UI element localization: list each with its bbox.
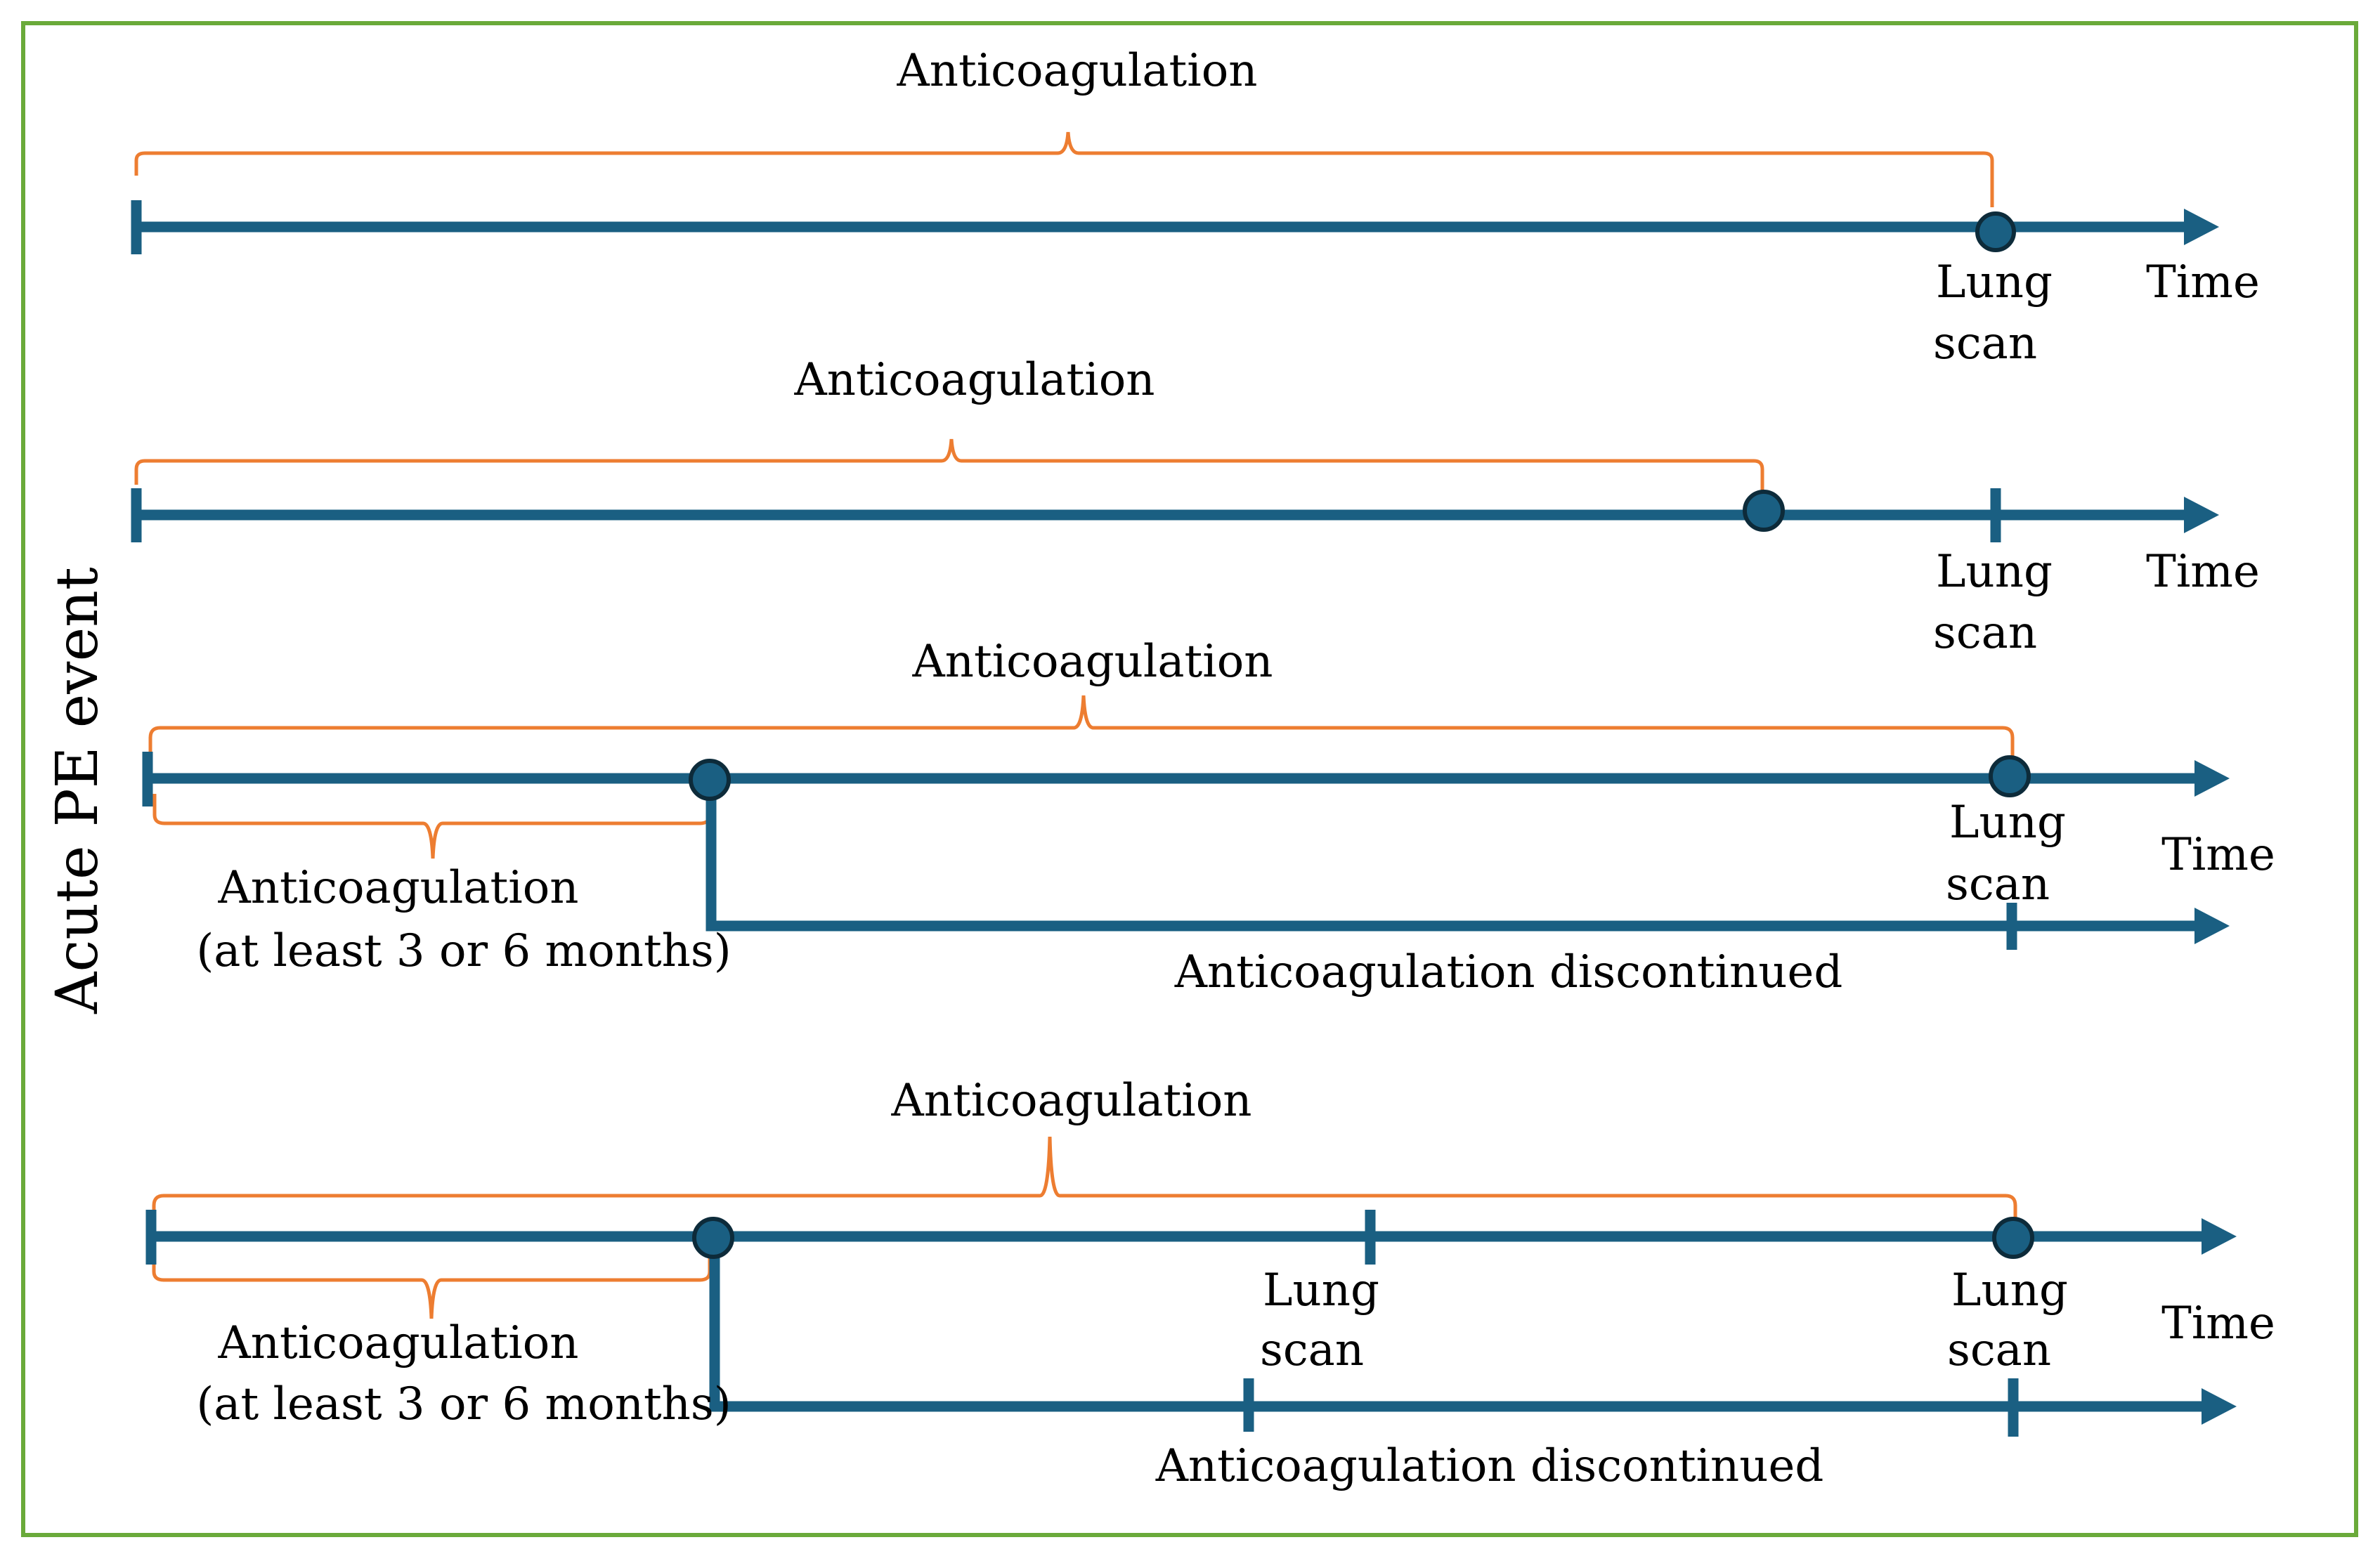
- row4-initial-anticoagulation-brace: [152, 1254, 712, 1319]
- timeline-row-4: Anticoagulation Lung scan Lung scan Time…: [145, 1075, 2275, 1492]
- row4-lung-scan-label-line1: Lung: [1951, 1265, 2068, 1317]
- row4-mid-lung-scan-label-line2: scan: [1260, 1324, 1364, 1376]
- row3-time-label: Time: [2161, 829, 2275, 881]
- row3-lung-scan-marker: [1989, 755, 2031, 797]
- row2-anticoagulation-label: Anticoagulation: [794, 354, 1155, 406]
- row2-lung-scan-label-line1: Lung: [1936, 546, 2053, 598]
- row2-anticoag-stop-marker: [1743, 490, 1785, 532]
- row1-anticoagulation-label: Anticoagulation: [897, 45, 1258, 97]
- row4-discontinued-branch: [709, 1236, 2213, 1412]
- timeline-row-2: Anticoagulation Lung scan Time: [131, 354, 2260, 659]
- timeline-row-3: Anticoagulation Lung scan Time Anticoagu…: [142, 636, 2275, 998]
- diagram-frame: [21, 21, 2358, 1537]
- row1-anticoagulation-brace: [134, 131, 1994, 207]
- timeline-row-1: Anticoagulation Lung scan Time: [131, 45, 2260, 370]
- row4-stop-marker: [692, 1217, 734, 1259]
- row2-anticoagulation-brace: [134, 438, 1764, 492]
- row3-lung-scan-label-line1: Lung: [1949, 797, 2066, 849]
- row4-initial-duration-label: (at least 3 or 6 months): [196, 1378, 731, 1430]
- row4-lung-scan-label-line2: scan: [1947, 1324, 2051, 1376]
- row3-anticoagulation-label: Anticoagulation: [912, 636, 1273, 688]
- row2-time-label: Time: [2146, 546, 2260, 598]
- row4-branch-arrowhead: [2202, 1388, 2237, 1425]
- row1-time-label: Time: [2146, 256, 2260, 308]
- row4-initial-anticoagulation-label: Anticoagulation: [218, 1317, 579, 1369]
- row4-arrowhead: [2202, 1218, 2237, 1255]
- y-axis-label: Acute PE event: [44, 567, 111, 1014]
- row3-initial-anticoagulation-label: Anticoagulation: [218, 862, 579, 914]
- row1-lung-scan-label-line2: scan: [1933, 318, 2037, 370]
- row2-lung-scan-label-line2: scan: [1933, 607, 2037, 659]
- row3-anticoagulation-brace: [148, 695, 2015, 766]
- row3-lung-scan-label-line2: scan: [1946, 858, 2050, 910]
- row4-lung-scan-marker: [1992, 1217, 2034, 1259]
- row3-discontinued-branch: [705, 778, 2206, 932]
- row1-anticoag-stop-marker: [1975, 211, 2016, 252]
- row4-anticoagulation-label: Anticoagulation: [891, 1075, 1252, 1127]
- row3-initial-anticoagulation-brace: [152, 794, 712, 859]
- row3-initial-duration-label: (at least 3 or 6 months): [196, 925, 731, 977]
- row3-branch-arrowhead: [2194, 908, 2230, 944]
- row1-lung-scan-label-line1: Lung: [1936, 256, 2053, 308]
- row1-arrowhead: [2184, 209, 2219, 245]
- row4-time-label: Time: [2161, 1298, 2275, 1350]
- row3-arrowhead: [2194, 760, 2230, 797]
- row4-discontinued-label: Anticoagulation discontinued: [1155, 1440, 1824, 1492]
- row4-mid-lung-scan-label-line1: Lung: [1263, 1265, 1379, 1317]
- row4-anticoagulation-brace: [152, 1136, 2017, 1226]
- row2-arrowhead: [2184, 497, 2219, 533]
- row3-stop-marker: [689, 759, 731, 801]
- row3-discontinued-label: Anticoagulation discontinued: [1174, 946, 1843, 998]
